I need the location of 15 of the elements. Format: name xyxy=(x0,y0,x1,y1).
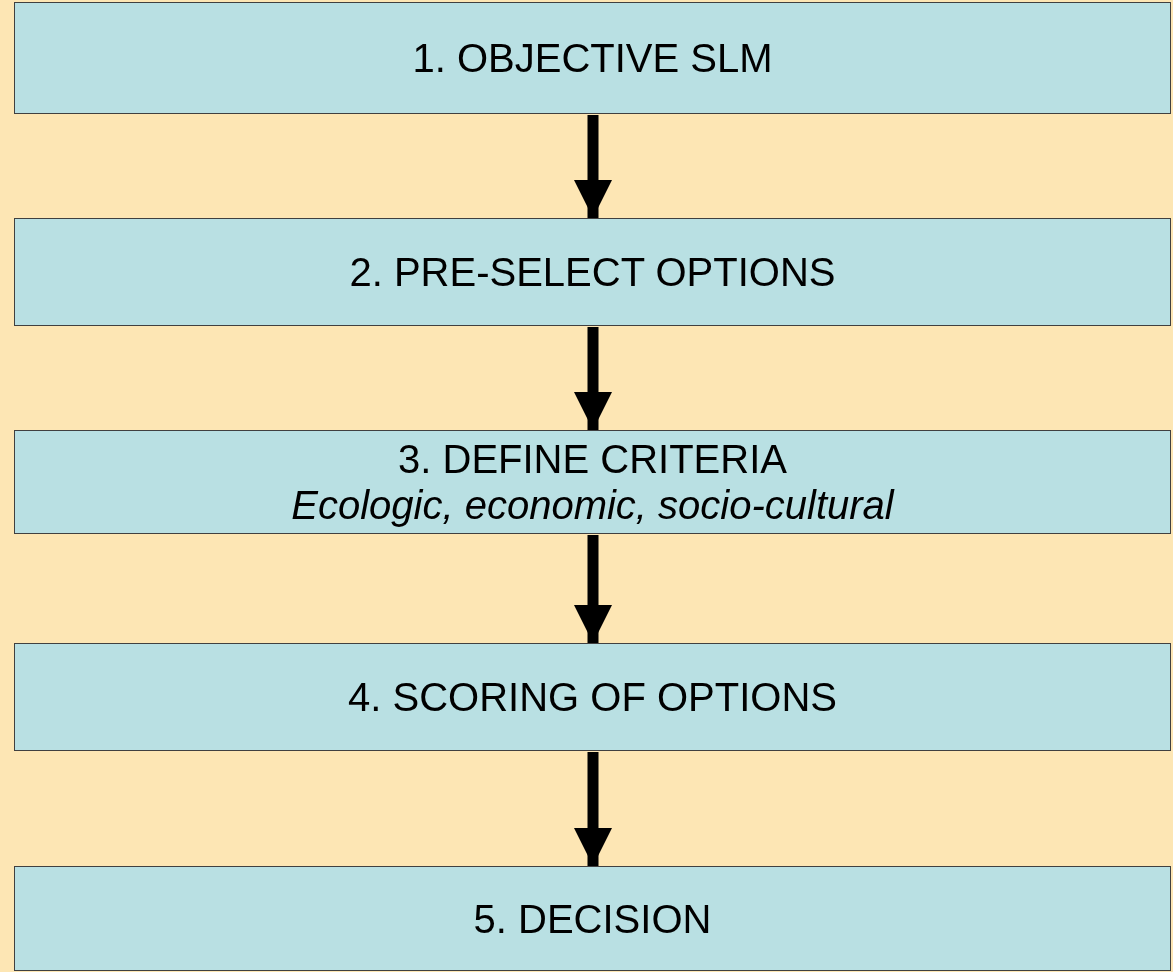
process-box xyxy=(14,218,1171,326)
process-box xyxy=(14,430,1171,534)
step-title: 2. PRE-SELECT OPTIONS xyxy=(349,249,836,295)
arrow xyxy=(574,115,612,218)
arrow xyxy=(574,535,612,643)
step-title: 1. OBJECTIVE SLM xyxy=(412,35,773,81)
process-box xyxy=(14,2,1171,114)
step-title: 4. SCORING OF OPTIONS xyxy=(348,674,837,720)
process-box xyxy=(14,866,1171,971)
step-description: Ecologic, economic, socio-cultural xyxy=(291,482,894,528)
process-box xyxy=(14,643,1171,751)
arrow xyxy=(574,752,612,866)
arrow xyxy=(574,327,612,430)
step-title: 3. DEFINE CRITERIA xyxy=(398,436,787,482)
step-title: 5. DECISION xyxy=(473,895,712,942)
